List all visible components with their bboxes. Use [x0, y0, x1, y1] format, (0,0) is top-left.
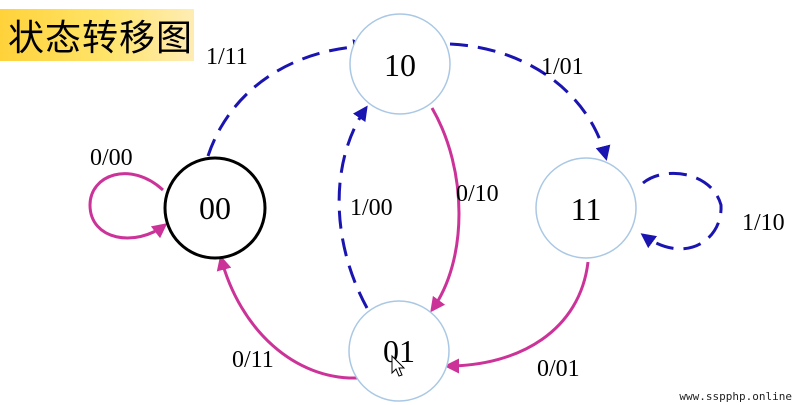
state-10: 10 — [349, 13, 451, 115]
diagram-title: 状态转移图 — [8, 18, 194, 59]
state-00-label: 00 — [199, 190, 231, 226]
edge-label-10-11: 1/01 — [541, 54, 584, 80]
mouse-cursor-icon — [391, 354, 406, 377]
edge-label-11-01: 0/01 — [537, 356, 580, 382]
edge-00-00 — [88, 172, 168, 240]
title-banner: 状态转移图 — [0, 9, 194, 61]
edge-label-00-10: 1/11 — [206, 44, 248, 70]
watermark: www.sspphp.online — [679, 390, 792, 403]
state-11-label: 11 — [571, 191, 602, 227]
edge-01-10 — [337, 105, 369, 309]
state-01: 01 — [348, 300, 450, 402]
state-11: 11 — [535, 157, 637, 259]
edge-00-10 — [206, 39, 368, 157]
edge-11-01 — [444, 261, 590, 374]
edge-10-01 — [430, 107, 461, 313]
edge-11-11 — [640, 171, 723, 251]
state-10-label: 10 — [384, 47, 416, 83]
state-00: 00 — [163, 156, 267, 260]
edge-10-11 — [449, 42, 611, 161]
edge-01-00 — [216, 255, 359, 380]
edge-label-01-00: 0/11 — [232, 347, 274, 373]
edge-label-10-01: 0/10 — [456, 181, 499, 207]
edge-label-11-11: 1/10 — [742, 210, 785, 236]
edge-label-00-00: 0/00 — [90, 145, 133, 171]
edge-label-01-10: 1/00 — [350, 195, 393, 221]
